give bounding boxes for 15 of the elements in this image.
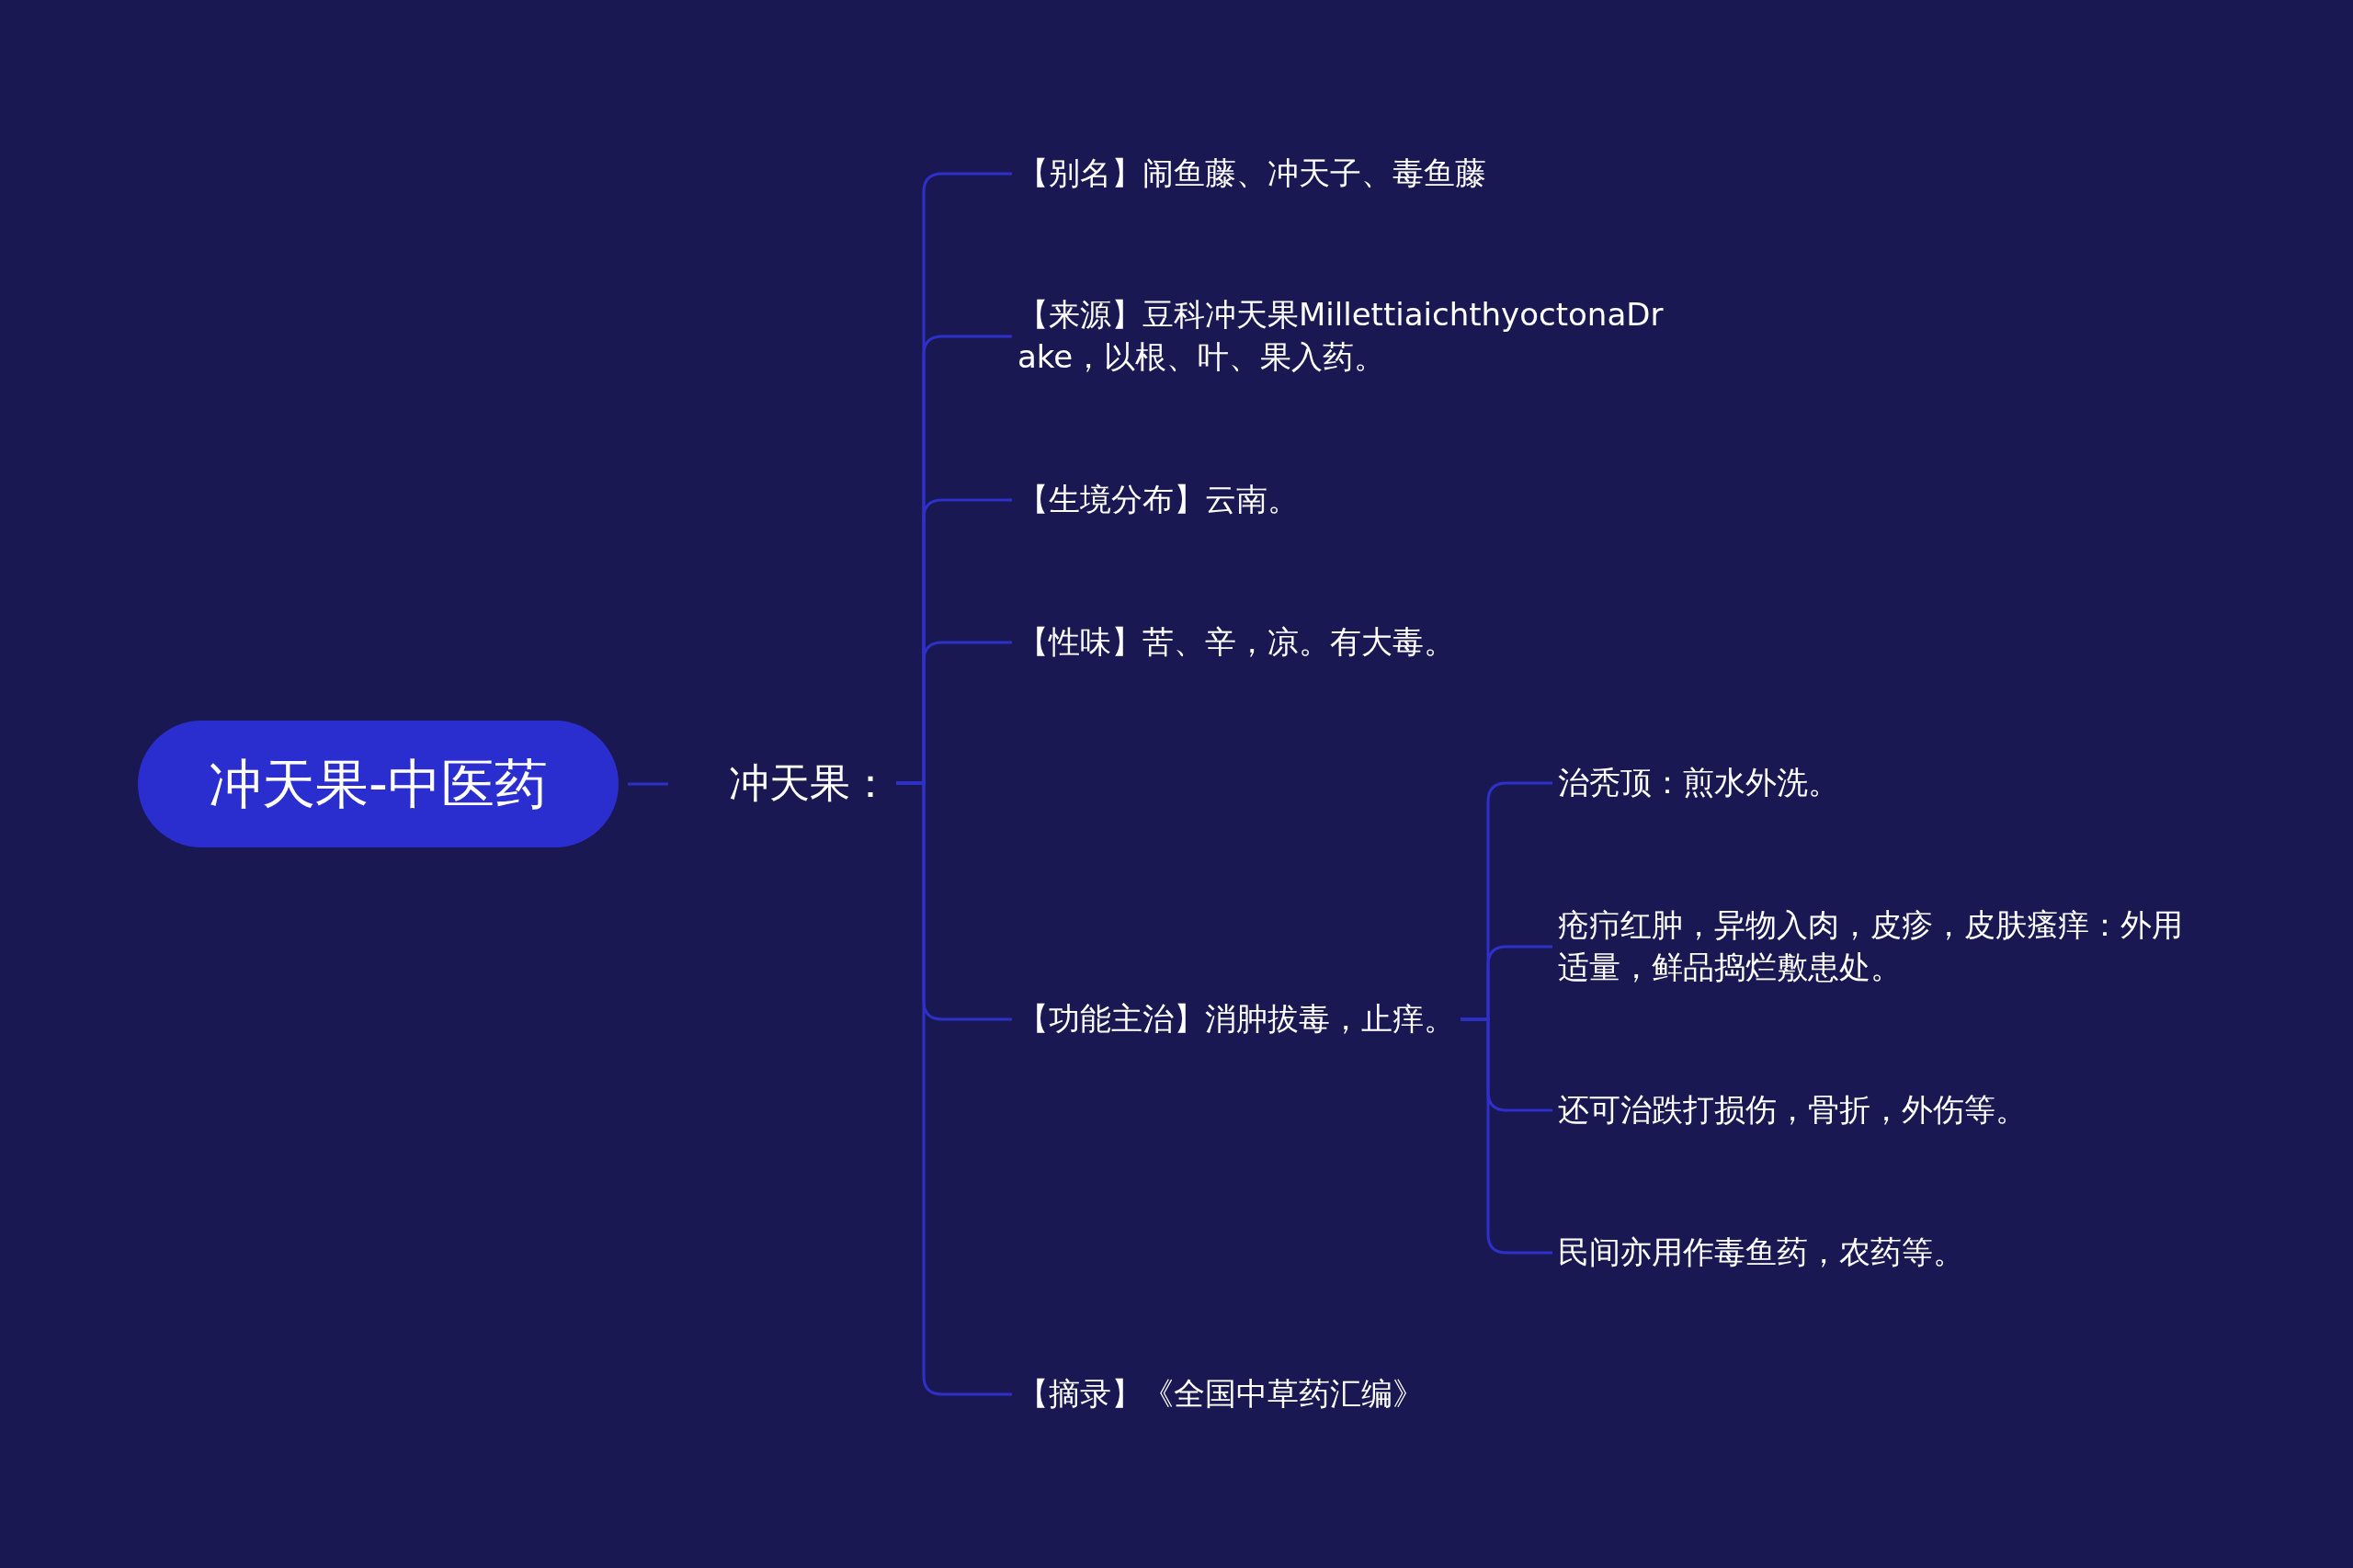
topic-box: 冲天果-中医药 [138,721,619,847]
topic-text: 还可治跌打损伤，骨折，外伤等。 [1558,1089,2027,1131]
topic-text: 治秃顶：煎水外洗。 [1558,762,1839,804]
topic-text: 【生境分布】云南。 [1017,479,1299,521]
connector [628,782,668,786]
connector [896,781,1012,1396]
topic-text: 疮疖红肿，异物入肉，皮疹，皮肤瘙痒：外用适量，鲜品捣烂敷患处。 [1558,904,2211,989]
topic-text: 【性味】苦、辛，凉。有大毒。 [1017,621,1455,664]
topic-text: 【别名】闹鱼藤、冲天子、毒鱼藤 [1017,153,1486,195]
connector [1461,1017,1552,1255]
topic-text: 冲天果： [729,756,891,811]
topic-text: 【功能主治】消肿拔毒，止痒。 [1017,998,1455,1040]
topic-text: 【摘录】《全国中草药汇编》 [1017,1373,1424,1415]
topic-text: 民间亦用作毒鱼药，农药等。 [1558,1232,1964,1274]
topic-text: 【来源】豆科冲天果MillettiaichthyoctonaDrake，以根、叶、果入药。 [1017,294,1670,379]
